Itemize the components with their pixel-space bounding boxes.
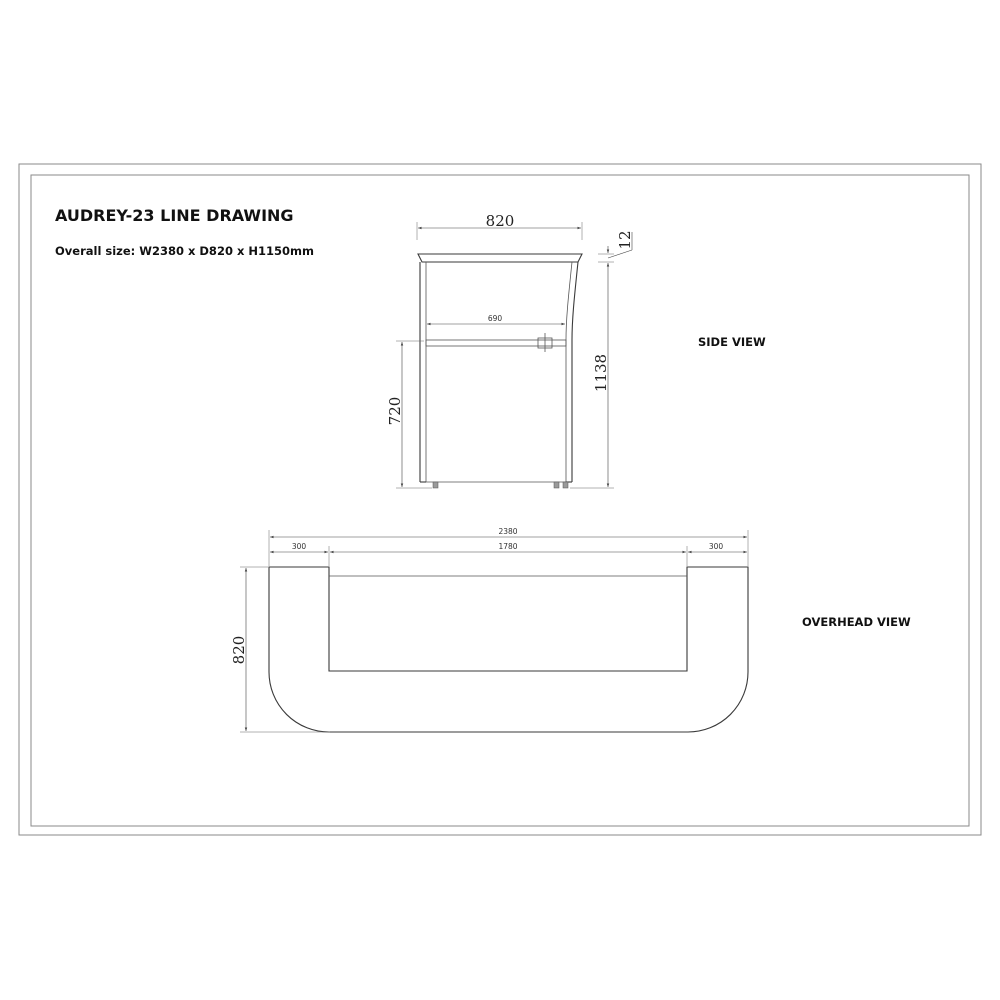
inner-frame bbox=[30, 174, 970, 827]
side-countertop bbox=[417, 253, 583, 263]
dim-label-top: 12 bbox=[616, 230, 634, 249]
dim-label-inner: 690 bbox=[488, 314, 503, 323]
dim-label-middle: 1780 bbox=[498, 542, 517, 551]
dim-label-total: 2380 bbox=[498, 527, 517, 536]
dim-label-height: 1138 bbox=[592, 354, 610, 392]
dim-label-depth: 820 bbox=[230, 636, 248, 665]
dim-label-width: 820 bbox=[486, 212, 515, 230]
dim-label-right: 300 bbox=[709, 542, 724, 551]
dim-leader-top bbox=[607, 249, 633, 259]
side-foot-left bbox=[432, 481, 439, 489]
outer-frame bbox=[18, 163, 982, 836]
side-shelf bbox=[425, 339, 567, 347]
overall-size: Overall size: W2380 x D820 x H1150mm bbox=[55, 244, 314, 258]
side-right-panel bbox=[571, 261, 579, 482]
dim-label-shelf-height: 720 bbox=[386, 397, 404, 426]
side-view-label: SIDE VIEW bbox=[698, 335, 766, 349]
overhead-counter-outline bbox=[268, 566, 749, 733]
side-foot-mid bbox=[553, 481, 560, 489]
overhead-view-label: OVERHEAD VIEW bbox=[802, 615, 911, 629]
drawing-title: AUDREY-23 LINE DRAWING bbox=[55, 206, 294, 225]
dim-label-left: 300 bbox=[292, 542, 307, 551]
overhead-view: 2380 300 1780 300 820 OVERHEAD VIEW bbox=[230, 527, 911, 733]
side-view: 820 690 720 1138 bbox=[386, 212, 766, 489]
side-foot-right bbox=[562, 481, 569, 489]
